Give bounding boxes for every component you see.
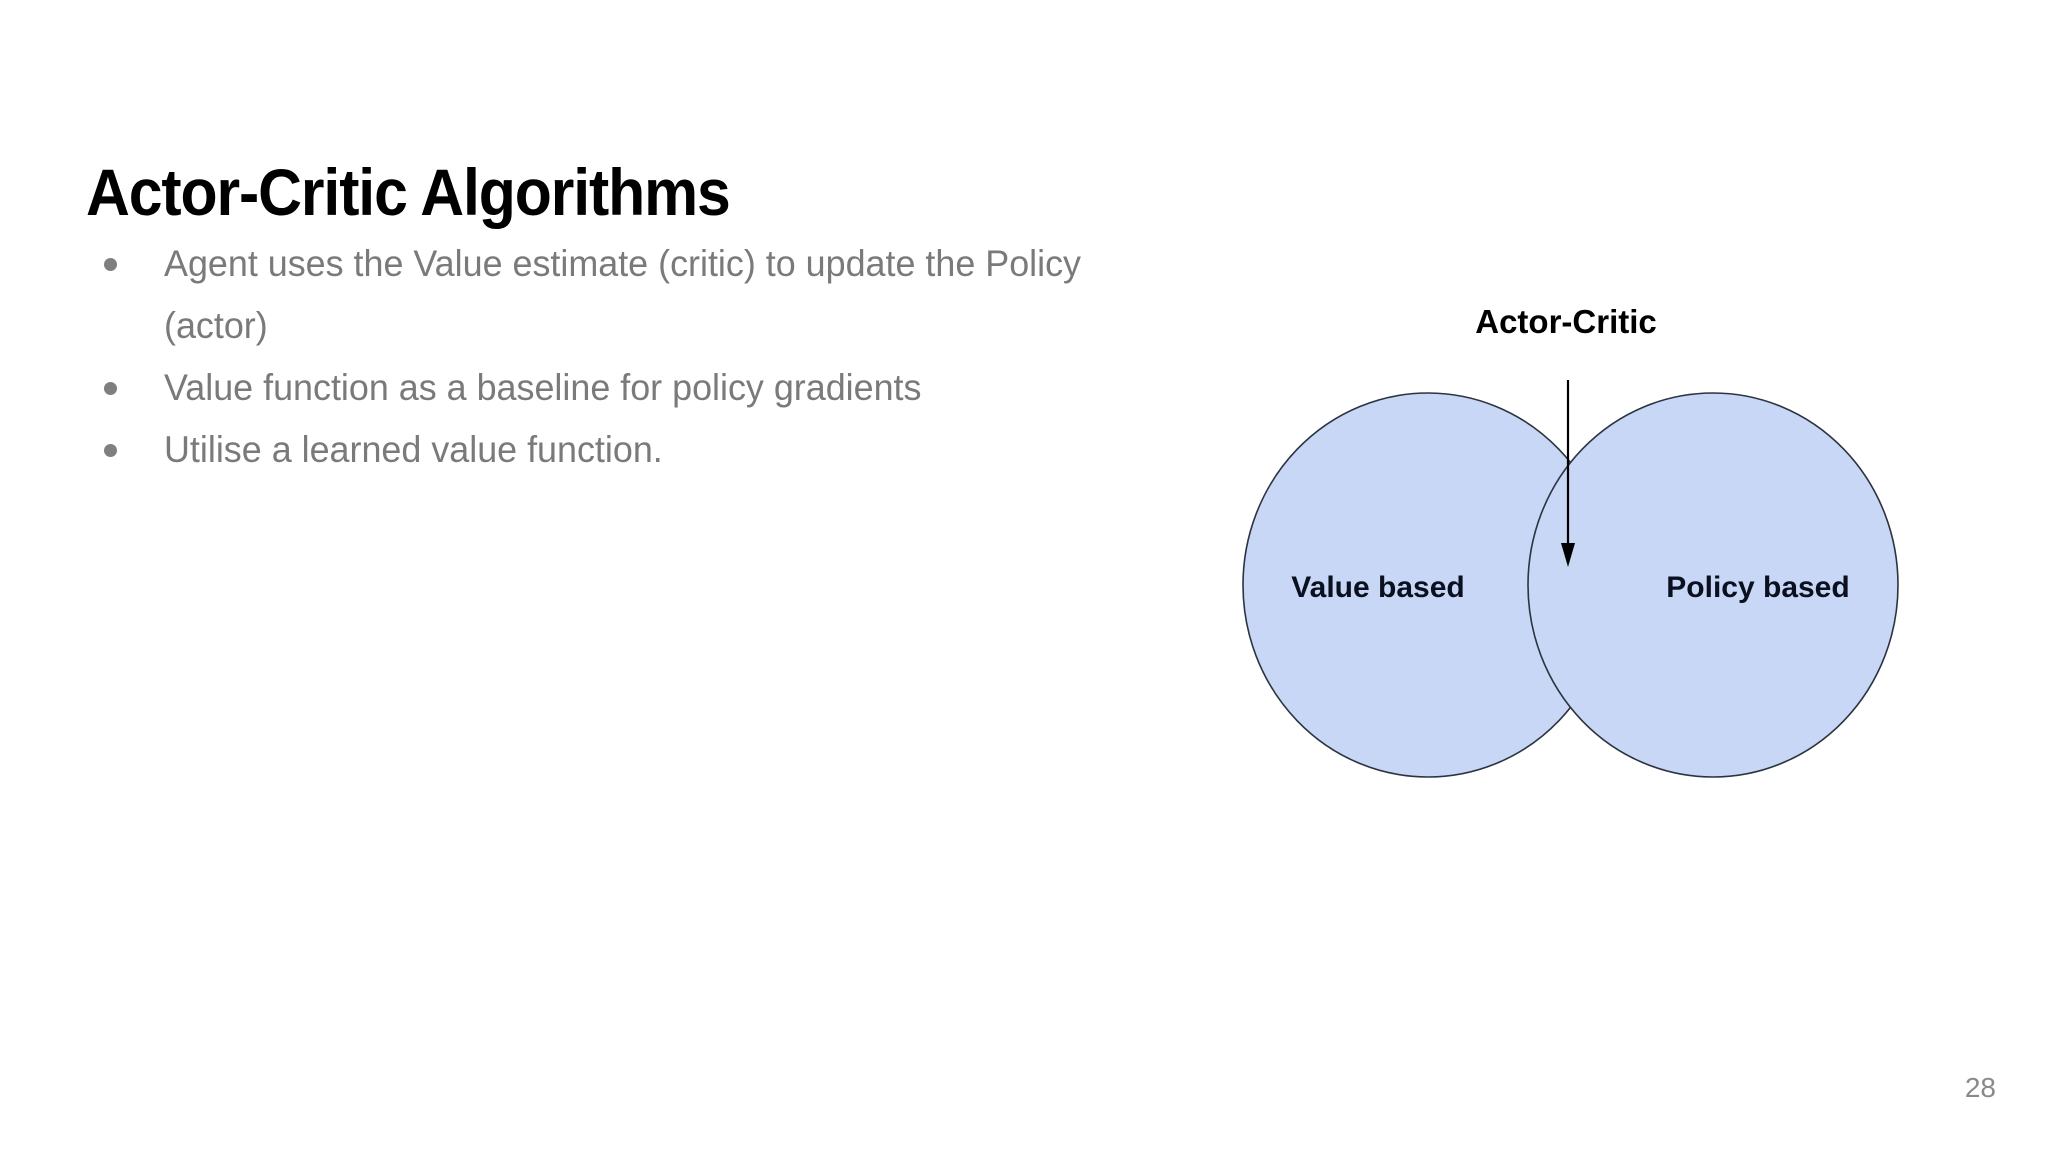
bullet-text: Value function as a baseline for policy … [164, 367, 922, 408]
venn-label-value-based: Value based [1291, 571, 1464, 604]
page-number: 28 [1964, 1072, 1996, 1103]
diagram-caption: Actor-Critic [1475, 303, 1657, 340]
list-item: Agent uses the Value estimate (critic) t… [104, 233, 1124, 357]
bullet-dot-icon [104, 444, 117, 457]
venn-label-policy-based: Policy based [1666, 571, 1849, 604]
venn-diagram: Actor-Critic Value based Policy based [1150, 285, 2020, 785]
list-item: Value function as a baseline for policy … [104, 357, 1124, 419]
bullet-dot-icon [104, 258, 117, 271]
bullet-dot-icon [104, 382, 117, 395]
arrow-head-icon [1561, 543, 1575, 567]
bullet-list: Agent uses the Value estimate (critic) t… [104, 233, 1124, 481]
page-title: Actor-Critic Algorithms [86, 155, 731, 230]
venn-diagram-svg: Actor-Critic Value based Policy based [1242, 303, 1899, 778]
list-item: Utilise a learned value function. [104, 419, 1124, 481]
bullet-text: Utilise a learned value function. [164, 429, 663, 470]
venn-circle-right [1527, 392, 1899, 778]
bullet-text: Agent uses the Value estimate (critic) t… [164, 243, 1082, 346]
